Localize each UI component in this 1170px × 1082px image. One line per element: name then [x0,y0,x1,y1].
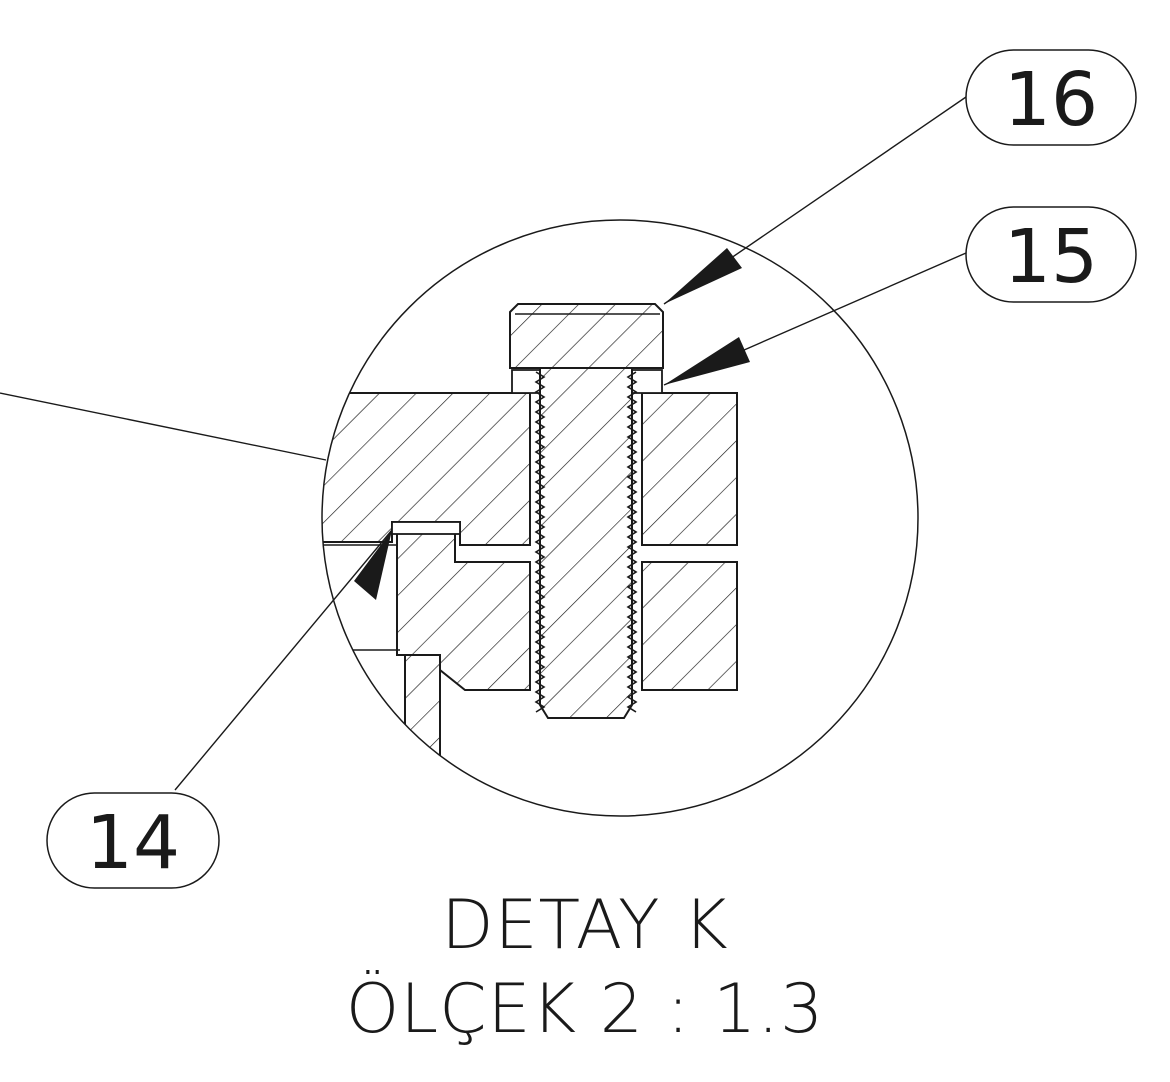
thread-right [626,371,638,713]
detail-title: DETAY K [441,886,729,965]
balloon-16-label: 16 [1004,57,1098,143]
pin-14 [391,521,461,535]
balloon-16: 16 [965,49,1137,146]
balloon-14-label: 14 [86,800,180,886]
upper-plate-right [641,392,738,546]
thread-left [534,371,546,713]
lower-part-right [641,561,738,691]
left-vertical-piece [404,654,441,816]
balloon-15: 15 [965,206,1137,303]
screw-shank [539,367,633,719]
balloon-14: 14 [46,792,220,889]
arrowhead-16 [664,248,742,304]
detail-scale: ÖLÇEK 2 : 1.3 [345,970,825,1049]
screw-head [509,303,664,369]
leader-line-14 [174,529,393,791]
leader-line-left [0,392,327,461]
arrowhead-14 [354,530,392,600]
balloon-15-label: 15 [1004,214,1098,300]
arrowhead-15 [664,337,750,385]
section-view [322,303,738,816]
